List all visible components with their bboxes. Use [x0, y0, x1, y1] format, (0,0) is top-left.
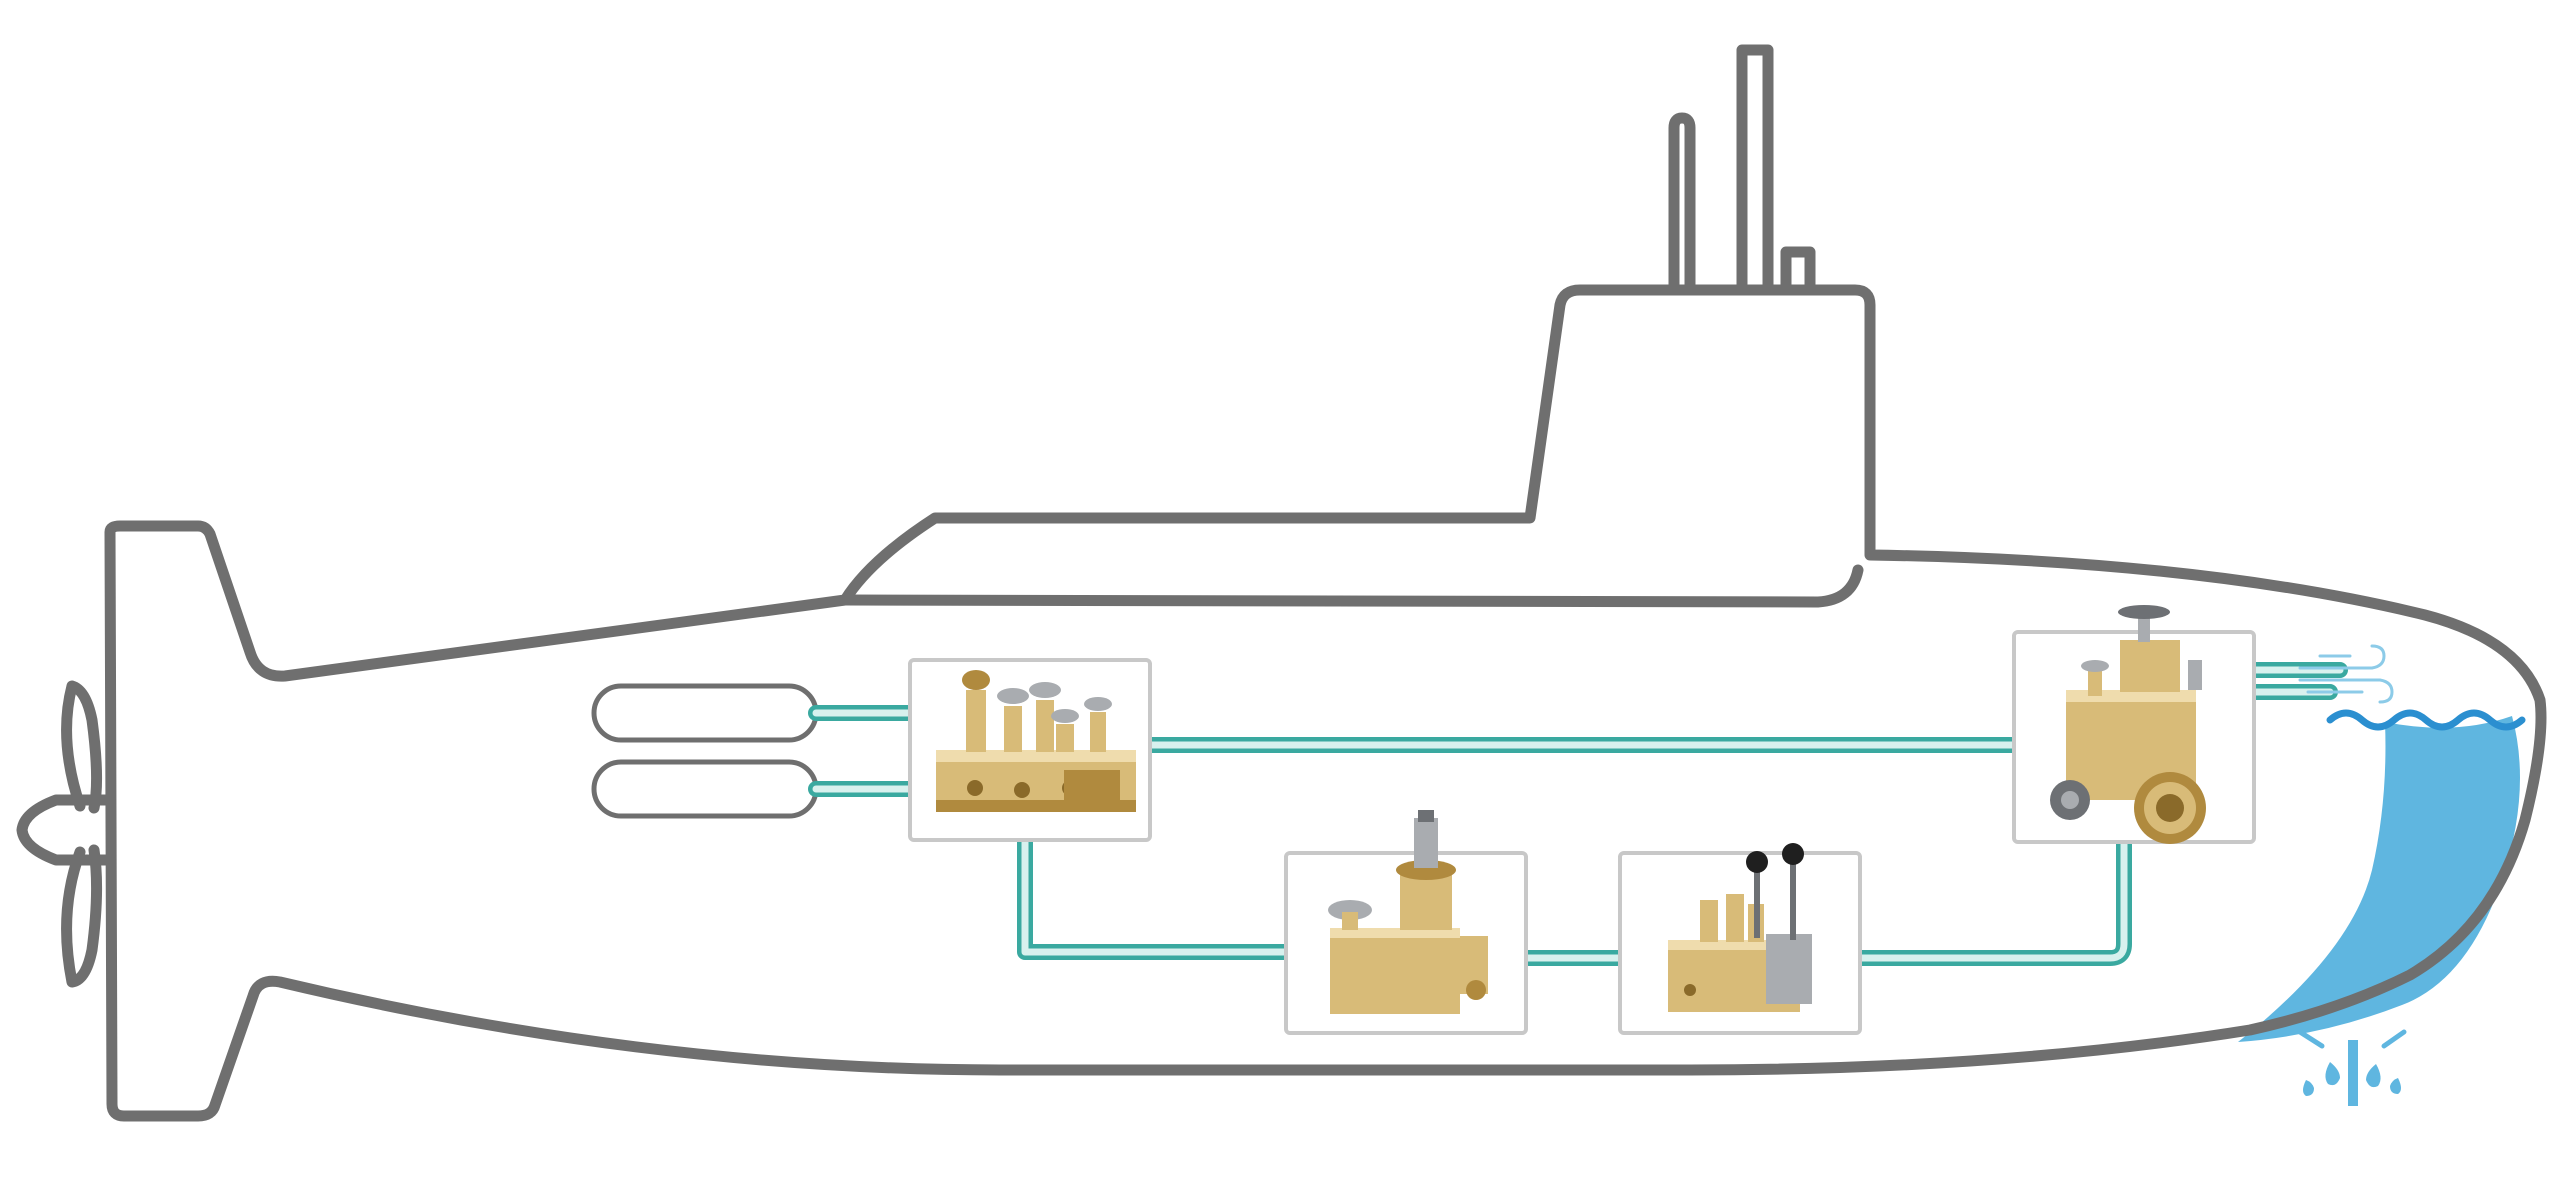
periscope-mast-left: [1668, 112, 1696, 291]
sail-base-line: [839, 564, 1864, 608]
propeller-blade-upper: [61, 680, 103, 814]
ballast-water-fill: [2238, 716, 2520, 1042]
water-inflow-splash-icon: [2297, 1029, 2407, 1106]
pressure-reducing-valve-icon: [1328, 810, 1488, 1014]
air-vent-icon: [2298, 644, 2394, 704]
antenna-stub: [1780, 246, 1816, 291]
main-ballast-blow-valve-icon: [2050, 605, 2206, 844]
propeller-hub: [16, 794, 116, 866]
propeller-blade-lower: [61, 844, 103, 988]
lever-operated-valve-block-icon: [1668, 843, 1812, 1012]
air-tank-lower: [591, 759, 819, 819]
multi-valve-manifold-icon: [936, 670, 1136, 812]
air-tank-upper: [591, 683, 819, 743]
periscope-mast-right: [1736, 44, 1774, 291]
water-surface-waves-icon: [2326, 709, 2526, 731]
submarine-hull: [104, 284, 2547, 1122]
